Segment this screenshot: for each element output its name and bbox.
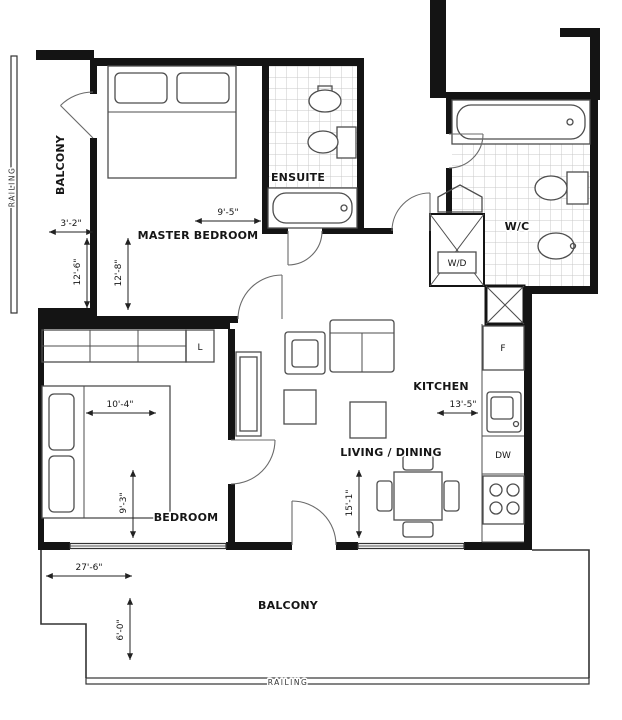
- wc-bathtub: [451, 99, 591, 145]
- master-bedroom-door: [237, 274, 283, 320]
- dim-balcony-bottom-width: 27'-6": [46, 562, 132, 580]
- kitchen-counter: [481, 324, 524, 543]
- stove: [482, 475, 525, 525]
- wc-door: [448, 133, 484, 169]
- washer-dryer-closet: W/D: [429, 213, 485, 287]
- dim-text-balcony-left-depth: 3'-2": [60, 219, 81, 229]
- dining-set: [376, 454, 460, 538]
- dim-living-length: 15'-1": [344, 470, 363, 538]
- living-balcony-door: [291, 500, 337, 546]
- dim-text-balcony-bottom-width: 27'-6": [75, 563, 102, 573]
- dishwasher-label: DW: [495, 451, 511, 461]
- fridge: F: [482, 325, 525, 371]
- dim-text-kitchen-width: 13'-5": [449, 400, 476, 410]
- bedroom-closet: [41, 329, 187, 363]
- kitchen-sink: [486, 391, 522, 433]
- dim-text-bedroom-length: 9'-3": [119, 492, 129, 513]
- armchair: [284, 331, 326, 375]
- dim-balcony-left-length: 12'-6": [72, 238, 91, 308]
- dim-balcony-left-depth: 3'-2": [49, 218, 93, 236]
- bedroom-door: [230, 439, 276, 485]
- bedroom-bed: [41, 385, 171, 519]
- railing-left-label: RAILING: [8, 167, 17, 208]
- master-balcony-door: [60, 91, 94, 139]
- linen-closet: L: [185, 329, 215, 363]
- dishwasher: DW: [482, 435, 524, 475]
- master-bedroom-label: MASTER BEDROOM: [138, 229, 259, 242]
- dim-text-balcony-left-length: 12'-6": [73, 258, 83, 285]
- dim-master-width: 9'-5": [195, 207, 261, 225]
- shaft: [484, 284, 526, 326]
- dim-balcony-bottom-depth: 6'-0": [115, 598, 134, 660]
- ensuite-label: ENSUITE: [271, 171, 325, 184]
- fridge-label: F: [500, 344, 505, 354]
- bedroom-window: [69, 542, 227, 550]
- dim-bedroom-length: 9'-3": [118, 470, 137, 538]
- dim-text-master-length: 12'-8": [114, 259, 124, 286]
- dim-text-bedroom-width: 10'-4": [106, 400, 133, 410]
- linen-closet-label: L: [197, 343, 202, 353]
- washer-dryer-label: W/D: [448, 259, 467, 269]
- kitchen-label: KITCHEN: [413, 380, 469, 393]
- bedroom-label: BEDROOM: [154, 511, 219, 524]
- coffee-table: [283, 389, 317, 425]
- bottom-railing: [85, 677, 590, 685]
- living-dining-label: LIVING / DINING: [340, 446, 441, 459]
- dim-kitchen-width: 13'-5": [437, 399, 478, 417]
- walls: [36, 0, 600, 550]
- left-railing: [10, 55, 18, 314]
- dim-text-living-length: 15'-1": [345, 489, 355, 516]
- wc-toilet: [534, 171, 589, 205]
- dim-text-master-width: 9'-5": [217, 208, 238, 218]
- ensuite-bathtub: [267, 187, 358, 229]
- balcony-bottom-label: BALCONY: [258, 599, 319, 612]
- master-bed: [107, 65, 237, 179]
- ensuite-door: [287, 230, 323, 266]
- balcony-slab-edges: [40, 549, 590, 678]
- sofa: [329, 319, 395, 373]
- ensuite-toilet: [307, 126, 357, 159]
- hall-wardrobe: [235, 351, 262, 437]
- living-window: [357, 542, 465, 550]
- railing-bottom-label: RAILING: [268, 678, 309, 687]
- ensuite-sink: [308, 85, 342, 113]
- entry-door-panel: [437, 184, 483, 213]
- wc-sink: [537, 232, 577, 260]
- entry-door: [391, 192, 431, 232]
- balcony-left-label: BALCONY: [54, 134, 67, 195]
- wc-label: W/C: [505, 220, 530, 233]
- side-table: [349, 401, 387, 439]
- dim-bedroom-width: 10'-4": [86, 399, 156, 417]
- dim-text-balcony-bottom-depth: 6'-0": [116, 619, 126, 640]
- dim-master-length: 12'-8": [113, 238, 132, 310]
